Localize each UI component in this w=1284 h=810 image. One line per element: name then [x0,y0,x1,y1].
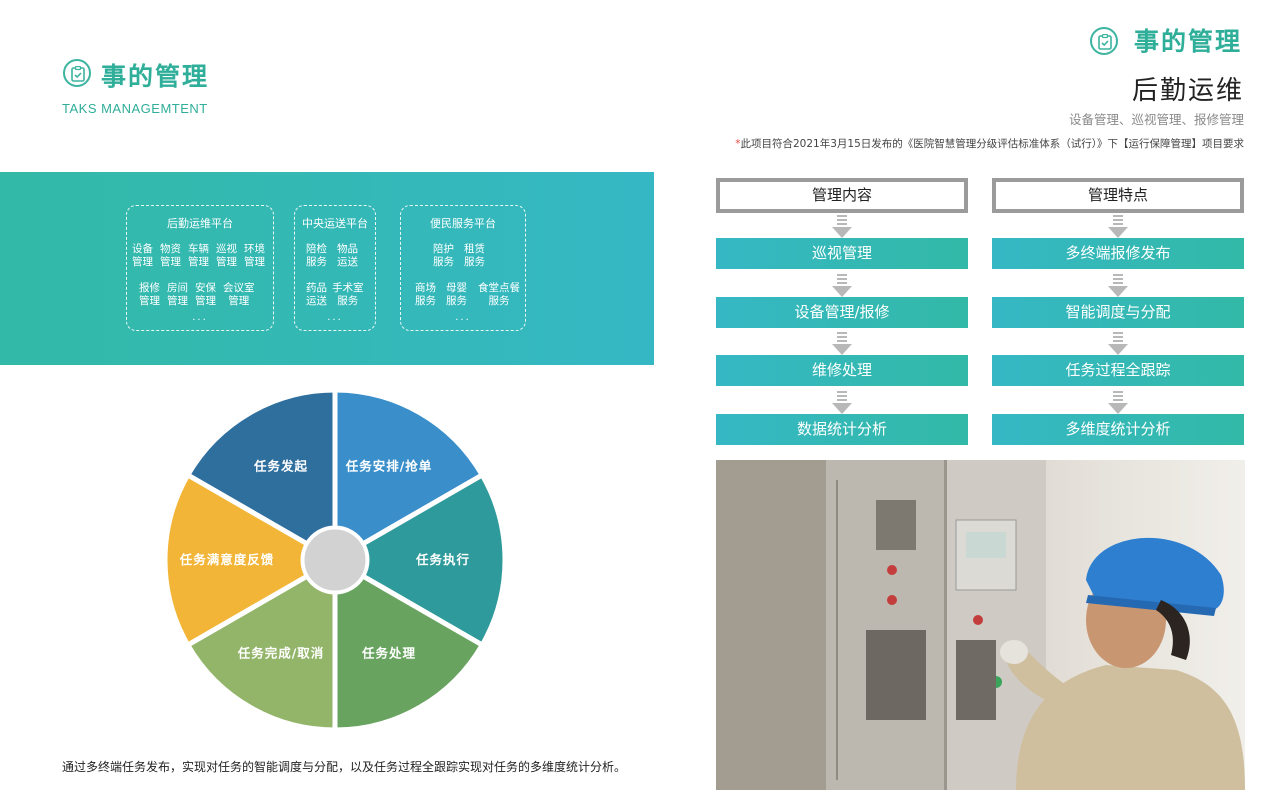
compliance-note: *此项目符合2021年3月15日发布的《医院智慧管理分级评估标准体系（试行）》下… [735,136,1244,151]
page-title: 事的管理 [101,62,210,91]
wheel-center [301,526,369,594]
flow-step: 多终端报修发布 [992,238,1244,269]
platform-item: 药品 运送 [306,282,327,307]
platform-item: 食堂点餐 服务 [478,282,520,307]
worker-photo [716,460,1245,790]
down-arrow-icon [1106,215,1130,241]
note-text: 此项目符合2021年3月15日发布的《医院智慧管理分级评估标准体系（试行）》下【… [740,138,1244,150]
platform-item: 设备 管理 [132,243,153,268]
page-subtitle: TAKS MANAGEMTENT [62,101,208,116]
clipboard-check-icon [1090,27,1118,55]
platform-transport: 中央运送平台 陪检 服务 物品 运送 药品 运送 手术室 服务 ... [294,205,376,331]
down-arrow-icon [1106,391,1130,417]
platform-item: 手术室 服务 [332,282,364,307]
platform-item: 陪护 服务 [433,243,454,268]
down-arrow-icon [830,332,854,358]
platform-logistics: 后勤运维平台 设备 管理 物资 管理 车辆 管理 巡视 管理 环境 管理 报修 … [126,205,274,331]
down-arrow-icon [830,274,854,300]
column-header-content: 管理内容 [716,178,968,213]
flow-step: 巡视管理 [716,238,968,269]
flow-step: 智能调度与分配 [992,297,1244,328]
flow-step: 数据统计分析 [716,414,968,445]
platform-item: 商场 服务 [415,282,436,307]
platform-title: 后勤运维平台 [167,217,233,230]
flow-step: 多维度统计分析 [992,414,1244,445]
photo-illustration [716,460,1245,790]
platform-title: 中央运送平台 [302,217,368,230]
platform-item: 环境 管理 [244,243,265,268]
platform-item: 车辆 管理 [188,243,209,268]
platform-title: 便民服务平台 [430,217,496,230]
clipboard-check-icon [63,59,91,87]
platform-item: 报修 管理 [139,282,160,307]
more-indicator: ... [327,312,343,323]
platform-item: 陪检 服务 [306,243,327,268]
wheel-segment-label: 任务满意度反馈 [179,552,275,567]
platform-item: 物品 运送 [337,243,358,268]
flow-step: 维修处理 [716,355,968,386]
platform-item: 巡视 管理 [216,243,237,268]
wheel-segment-label: 任务执行 [415,552,470,567]
wheel-segment-label: 任务发起 [253,458,308,473]
platform-item: 会议室 管理 [223,282,255,307]
platform-item: 物资 管理 [160,243,181,268]
wheel-segment-label: 任务完成/取消 [237,646,325,661]
more-indicator: ... [455,312,471,323]
wheel-segment-label: 任务处理 [361,646,416,661]
flow-step: 任务过程全跟踪 [992,355,1244,386]
platform-item: 安保 管理 [195,282,216,307]
platform-convenience: 便民服务平台 陪护 服务 租赁 服务 商场 服务 母婴 服务 食堂点餐 服务 .… [400,205,526,331]
section-subheading: 设备管理、巡视管理、报修管理 [1068,112,1244,127]
section-title: 事的管理 [1133,27,1242,56]
down-arrow-icon [830,215,854,241]
wheel-segment-label: 任务安排/抢单 [345,458,433,473]
column-header-features: 管理特点 [992,178,1244,213]
section-heading: 后勤运维 [1131,76,1244,106]
down-arrow-icon [1106,332,1130,358]
down-arrow-icon [830,391,854,417]
platform-item: 母婴 服务 [446,282,467,307]
platform-item: 房间 管理 [167,282,188,307]
more-indicator: ... [192,312,208,323]
platform-banner: 后勤运维平台 设备 管理 物资 管理 车辆 管理 巡视 管理 环境 管理 报修 … [0,172,654,365]
caption-text: 通过多终端任务发布，实现对任务的智能调度与分配，以及任务过程全跟踪实现对任务的多… [62,760,627,774]
flow-step: 设备管理/报修 [716,297,968,328]
note-star: * [735,138,741,150]
down-arrow-icon [1106,274,1130,300]
platform-item: 租赁 服务 [464,243,485,268]
